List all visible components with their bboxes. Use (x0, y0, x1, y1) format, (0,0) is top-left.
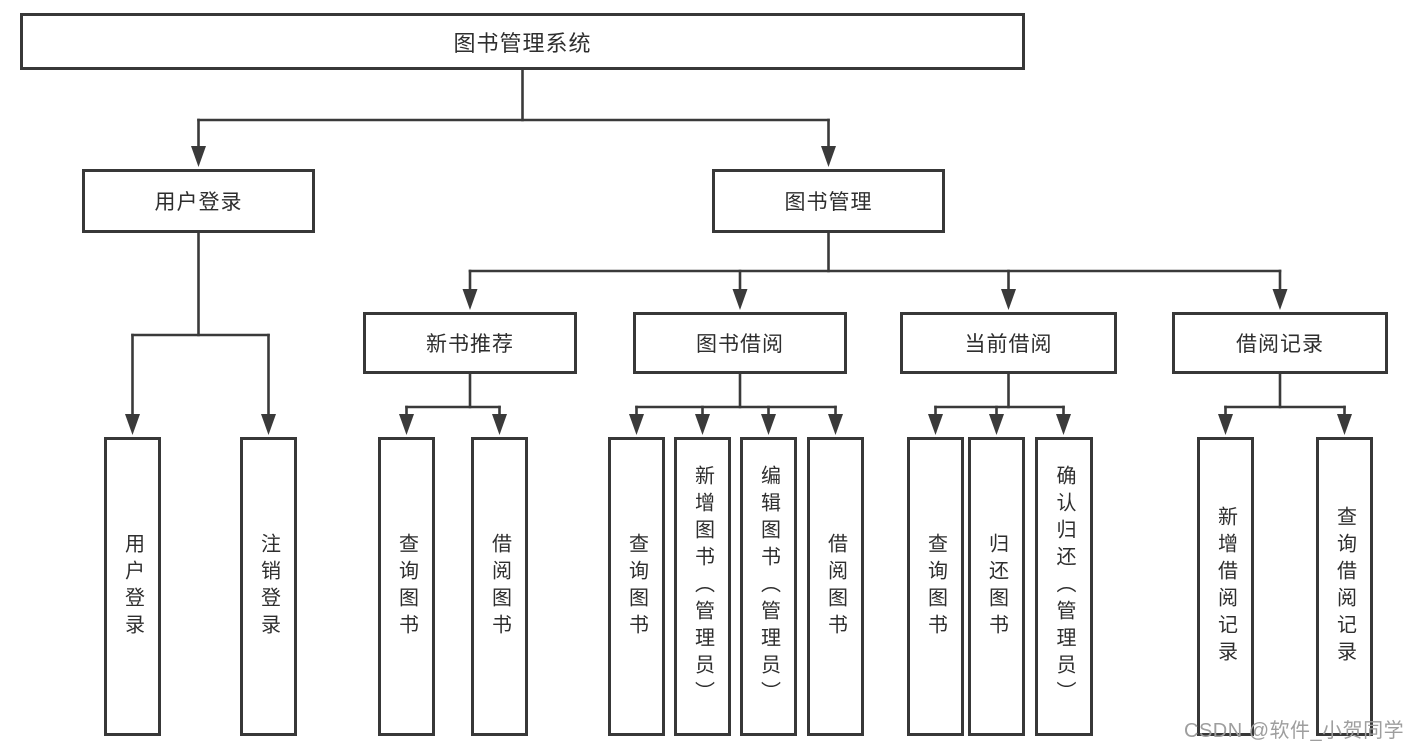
arrowhead-icon (821, 146, 836, 167)
leaf-recommend-borrow-books: 借阅图书 (471, 437, 528, 736)
leaf-query-borrow-record: 查询借阅记录 (1316, 437, 1373, 736)
node-user-login: 用户登录 (82, 169, 315, 233)
node-label: 确认归还（管理员） (1053, 465, 1075, 708)
arrowhead-icon (989, 414, 1004, 435)
node-label: 查询图书 (395, 532, 418, 641)
node-new-book-recommendation: 新书推荐 (363, 312, 577, 374)
leaf-recommend-query-books: 查询图书 (378, 437, 435, 736)
arrowhead-icon (828, 414, 843, 435)
arrowhead-icon (261, 414, 276, 435)
node-label: 查询图书 (924, 532, 947, 641)
arrowhead-icon (1218, 414, 1233, 435)
leaf-edit-books-admin: 编辑图书（管理员） (740, 437, 797, 736)
arrowhead-icon (1272, 289, 1288, 310)
node-book-borrowing: 图书借阅 (633, 312, 847, 374)
arrowhead-icon (125, 414, 140, 435)
node-book-management: 图书管理 (712, 169, 945, 233)
arrowhead-icon (695, 414, 710, 435)
leaf-add-books-admin: 新增图书（管理员） (674, 437, 731, 736)
node-label: 用户登录 (121, 532, 144, 641)
arrowhead-icon (732, 289, 748, 310)
leaf-borrow-query-books: 查询图书 (608, 437, 665, 736)
node-label: 新书推荐 (426, 333, 514, 356)
arrowhead-icon (1056, 414, 1071, 435)
arrowhead-icon (629, 414, 644, 435)
node-label: 新增图书（管理员） (691, 465, 714, 708)
arrowhead-icon (191, 146, 206, 167)
arrowhead-icon (928, 414, 943, 435)
leaf-current-query-books: 查询图书 (907, 437, 964, 736)
arrowhead-icon (492, 414, 507, 435)
leaf-return-books: 归还图书 (968, 437, 1025, 736)
arrowhead-icon (399, 414, 414, 435)
csdn-watermark: CSDN @软件_小贺同学 (1184, 720, 1405, 742)
node-label: 图书借阅 (696, 333, 784, 356)
leaf-add-borrow-record: 新增借阅记录 (1197, 437, 1254, 736)
node-borrowing-records: 借阅记录 (1172, 312, 1388, 374)
node-label: 归还图书 (985, 532, 1008, 641)
leaf-confirm-return-admin: 确认归还（管理员） (1035, 437, 1093, 736)
node-label: 图书管理 (784, 191, 873, 214)
arrowhead-icon (1337, 414, 1352, 435)
node-label: 用户登录 (154, 191, 243, 214)
node-label: 借阅记录 (1236, 333, 1324, 356)
node-label: 图书管理系统 (453, 30, 592, 56)
arrowhead-icon (761, 414, 776, 435)
node-current-borrowing: 当前借阅 (900, 312, 1117, 374)
node-label: 注销登录 (257, 532, 280, 641)
leaf-user-login: 用户登录 (104, 437, 161, 736)
arrowhead-icon (462, 289, 478, 310)
node-label: 当前借阅 (964, 333, 1053, 356)
arrowhead-icon (1001, 289, 1016, 310)
node-label: 新增借阅记录 (1214, 505, 1237, 668)
leaf-logout: 注销登录 (240, 437, 297, 736)
node-label: 借阅图书 (488, 532, 511, 641)
node-label: 编辑图书（管理员） (757, 465, 780, 708)
node-label: 借阅图书 (824, 532, 847, 641)
leaf-borrow-books: 借阅图书 (807, 437, 864, 736)
node-label: 查询图书 (625, 532, 648, 641)
node-book-management-system: 图书管理系统 (20, 13, 1025, 70)
node-label: 查询借阅记录 (1333, 505, 1356, 668)
